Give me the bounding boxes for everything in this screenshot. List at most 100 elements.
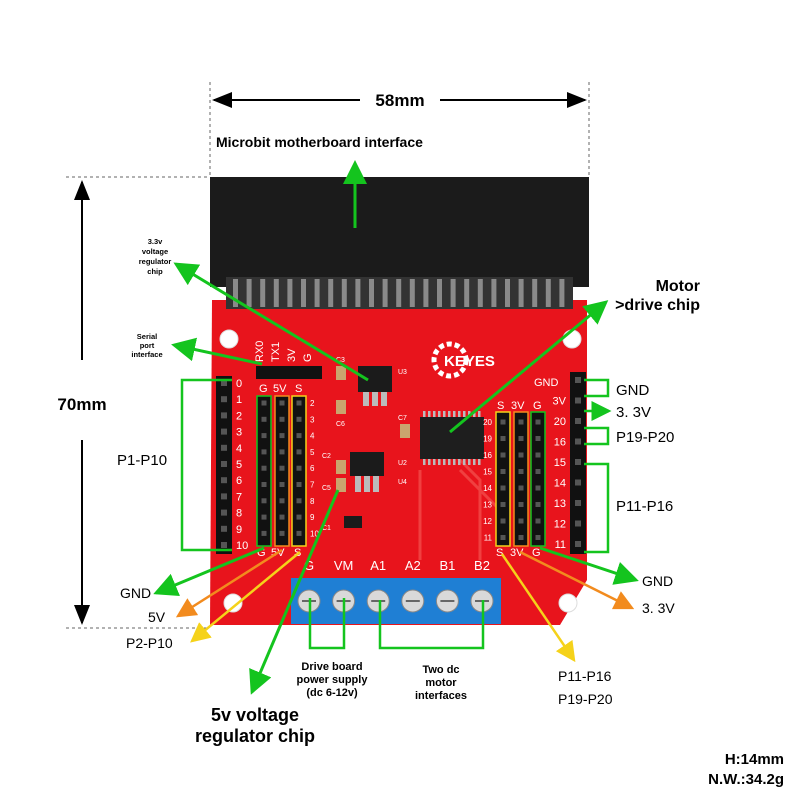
header-pin bbox=[535, 485, 541, 491]
svg-text:3V: 3V bbox=[510, 547, 524, 559]
connector-pin bbox=[396, 279, 402, 307]
svg-text:Drive board: Drive board bbox=[301, 661, 362, 673]
driver-chip-pin bbox=[423, 411, 426, 418]
header-pin bbox=[279, 514, 285, 520]
connector-pin bbox=[505, 279, 510, 307]
driver-chip-pin bbox=[428, 458, 431, 465]
header-pin bbox=[296, 416, 302, 422]
header-pin bbox=[296, 400, 302, 406]
motor-arrow bbox=[449, 300, 609, 434]
gnd-left-label: GND bbox=[120, 585, 151, 601]
capacitors: C3 C6 C2 C5 C1 C7 bbox=[322, 357, 410, 532]
driver-chip-pin bbox=[473, 458, 476, 465]
svg-text:G: G bbox=[257, 547, 266, 559]
header-pin bbox=[535, 502, 541, 507]
5v-left-arrow bbox=[175, 548, 283, 618]
left-pin-number: 3 bbox=[236, 427, 242, 439]
left-inner-pin-number: 2 bbox=[310, 399, 315, 408]
p19-p20-bottom-label: P19-P20 bbox=[558, 691, 613, 707]
svg-text:G: G bbox=[532, 547, 541, 559]
left-pin-number: 7 bbox=[236, 491, 242, 503]
driver-chip-pin bbox=[443, 458, 446, 465]
right-pin-number: 3V bbox=[553, 396, 567, 408]
left-inner-pin-number: 7 bbox=[310, 481, 315, 490]
serial-header: RX0 TX1 3V G bbox=[254, 341, 322, 379]
svg-text:5V: 5V bbox=[273, 383, 287, 395]
height-label: 70mm bbox=[57, 395, 106, 414]
left-inner-pin-number: 4 bbox=[310, 432, 315, 441]
header-pin bbox=[535, 452, 541, 458]
driver-chip-pin bbox=[458, 458, 461, 465]
header-pin bbox=[500, 502, 506, 507]
svg-text:regulator: regulator bbox=[139, 257, 172, 266]
left-pin-number: 2 bbox=[236, 410, 242, 422]
header-pin bbox=[296, 465, 302, 471]
connector-pin bbox=[450, 279, 456, 307]
connector-pin bbox=[545, 279, 551, 307]
header-pin bbox=[261, 482, 267, 487]
left-pin-number: 5 bbox=[236, 459, 242, 471]
p2-p10-label: P2-P10 bbox=[126, 635, 173, 651]
header-pin bbox=[221, 380, 227, 386]
svg-text:S: S bbox=[496, 547, 503, 559]
header-pin bbox=[535, 518, 541, 524]
header-pin bbox=[575, 459, 581, 465]
svg-text:C5: C5 bbox=[322, 485, 331, 492]
connector-pin bbox=[518, 279, 524, 307]
driver-chip-pin bbox=[438, 458, 441, 465]
connector-pin bbox=[559, 279, 565, 307]
header-pin bbox=[296, 514, 302, 520]
right-pin-number: 12 bbox=[554, 519, 566, 531]
header-pin bbox=[518, 535, 524, 540]
svg-text:G: G bbox=[259, 383, 268, 395]
svg-text:G: G bbox=[533, 400, 542, 412]
right-pin-number: 16 bbox=[554, 437, 566, 449]
driver-chip-pin bbox=[478, 458, 481, 465]
connector-pin bbox=[409, 279, 415, 307]
header-pin bbox=[279, 416, 285, 422]
height-dimension: 70mm bbox=[57, 176, 210, 629]
connector-pin bbox=[246, 279, 252, 307]
header-pin bbox=[518, 502, 524, 507]
header-pin bbox=[575, 418, 581, 424]
header-pin bbox=[221, 509, 227, 516]
left-pin-number: 8 bbox=[236, 508, 242, 520]
right-pin-number: 11 bbox=[555, 539, 566, 551]
header-pin bbox=[279, 433, 285, 439]
svg-text:3V: 3V bbox=[511, 400, 525, 412]
header-pin bbox=[575, 479, 581, 486]
header-pin bbox=[221, 525, 227, 532]
svg-text:3.3v: 3.3v bbox=[148, 237, 163, 246]
right-header: S 3V G S 3V G 3V201615141312112019161514… bbox=[483, 372, 586, 559]
header-pin bbox=[261, 465, 267, 471]
driver-chip-pin bbox=[453, 411, 456, 418]
svg-text:C2: C2 bbox=[322, 453, 331, 460]
svg-text:Two dc: Two dc bbox=[422, 664, 459, 676]
header-pin bbox=[261, 514, 267, 520]
header-pin bbox=[279, 465, 285, 471]
connector-pin bbox=[355, 279, 361, 307]
header-pin bbox=[221, 493, 227, 500]
board-gnd-text: GND bbox=[534, 377, 559, 389]
header-pin bbox=[575, 377, 581, 383]
reg5-label-line2: regulator chip bbox=[195, 726, 315, 746]
header-pin bbox=[279, 482, 285, 487]
header-pin bbox=[296, 498, 302, 504]
header-pin bbox=[500, 485, 506, 491]
3v3-right-label: 3. 3V bbox=[616, 404, 651, 421]
connector-pin bbox=[532, 279, 538, 307]
driver-chip-pin bbox=[468, 458, 471, 465]
connector-pin bbox=[423, 279, 429, 307]
right-pin-number: 14 bbox=[554, 478, 566, 490]
header-pin bbox=[296, 449, 302, 455]
gnd-right-label: GND bbox=[616, 382, 650, 399]
right-inner-pin-number: 15 bbox=[483, 468, 492, 477]
right-inner-pin-number: 14 bbox=[483, 484, 492, 493]
header-pin bbox=[500, 469, 506, 474]
terminal-label: B1 bbox=[439, 558, 455, 573]
right-inner-pin-number: 12 bbox=[483, 517, 492, 526]
header-pin bbox=[535, 535, 541, 540]
left-inner-pin-number: 3 bbox=[310, 415, 315, 424]
right-pin-number: 13 bbox=[554, 498, 566, 510]
